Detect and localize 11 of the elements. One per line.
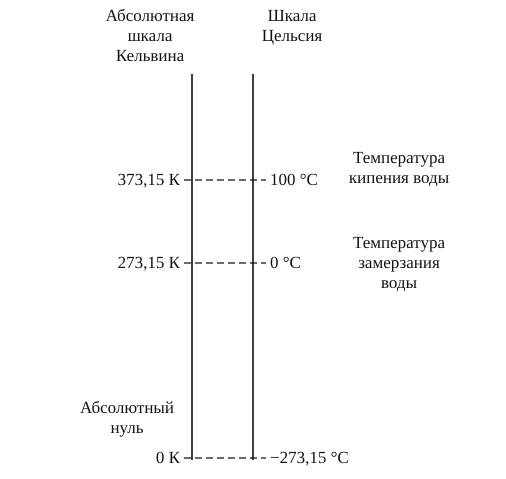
scale-heading: Шкала Цельсия — [260, 6, 324, 46]
kelvin-value: 373,15 К — [116, 170, 180, 190]
celsius-value: 100 °C — [270, 170, 319, 190]
celsius-value: 0 °C — [270, 253, 302, 273]
kelvin-value: 0 К — [154, 448, 180, 468]
point-label: Абсолютный нуль — [79, 398, 175, 438]
celsius-value: −273,15 °C — [270, 448, 350, 468]
point-label: Температура кипения воды — [348, 148, 450, 188]
kelvin-value: 273,15 К — [116, 253, 180, 273]
scale-heading: Абсолютная шкала Кельвина — [104, 6, 196, 66]
point-label: Температура замерзания воды — [352, 233, 446, 293]
